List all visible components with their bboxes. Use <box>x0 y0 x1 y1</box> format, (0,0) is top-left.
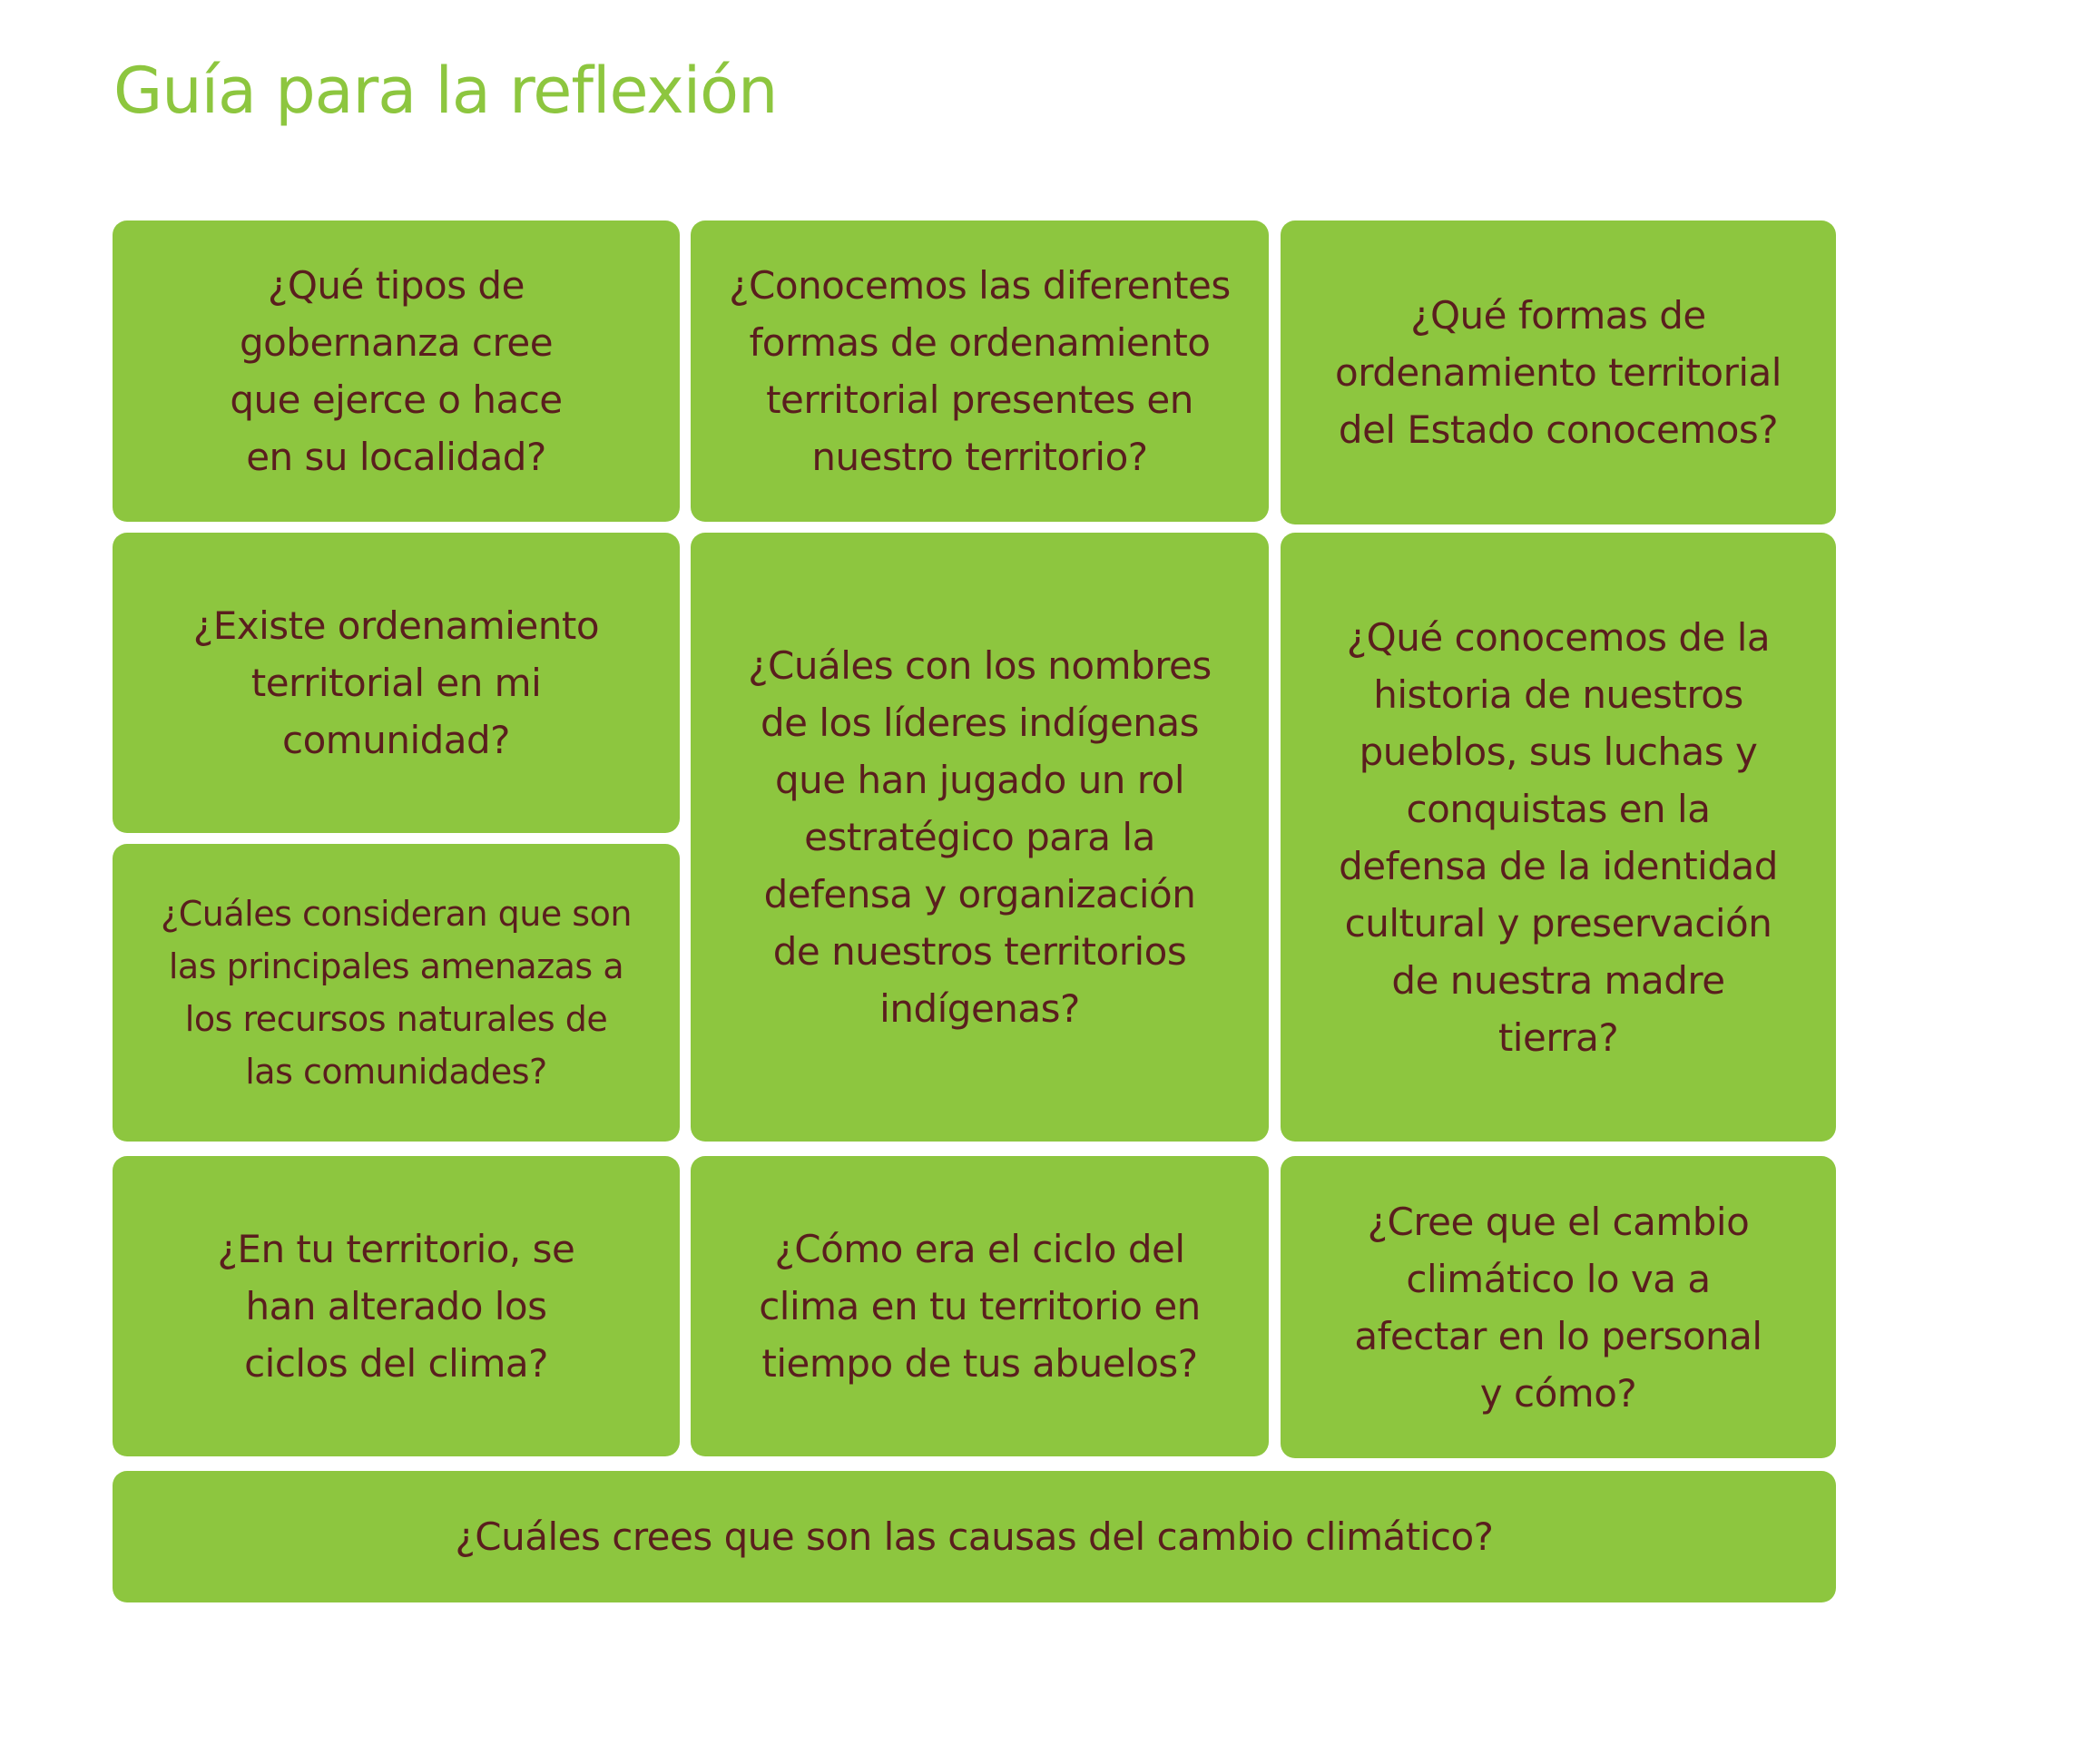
question-card-cambio-personal: ¿Cree que el cambio climático lo va a af… <box>1281 1156 1836 1458</box>
question-text: ¿Qué conocemos de la historia de nuestro… <box>1339 614 1778 1060</box>
question-card-conocemos-formas: ¿Conocemos las diferentes formas de orde… <box>691 220 1269 522</box>
question-text: ¿Conocemos las diferentes formas de orde… <box>729 263 1231 479</box>
question-card-causas: ¿Cuáles crees que son las causas del cam… <box>113 1471 1836 1602</box>
question-text: ¿En tu territorio, se han alterado los c… <box>217 1227 575 1386</box>
question-card-ciclo-abuelos: ¿Cómo era el ciclo del clima en tu terri… <box>691 1156 1269 1456</box>
question-text: ¿Qué tipos de gobernanza cree que ejerce… <box>230 263 563 479</box>
question-text: ¿Cómo era el ciclo del clima en tu terri… <box>759 1227 1201 1386</box>
question-text: ¿Cree que el cambio climático lo va a af… <box>1354 1199 1762 1416</box>
question-card-gobernanza: ¿Qué tipos de gobernanza cree que ejerce… <box>113 220 680 522</box>
question-text: ¿Qué formas de ordenamiento territorial … <box>1335 293 1782 452</box>
question-card-ciclos-clima: ¿En tu territorio, se han alterado los c… <box>113 1156 680 1456</box>
reflection-question-grid: ¿Qué tipos de gobernanza cree que ejerce… <box>113 220 1836 1602</box>
question-text: ¿Cuáles consideran que son las principal… <box>161 894 632 1092</box>
question-card-lideres: ¿Cuáles con los nombres de los líderes i… <box>691 533 1269 1142</box>
question-card-amenazas: ¿Cuáles consideran que son las principal… <box>113 844 680 1142</box>
question-card-existe-ordenamiento: ¿Existe ordenamiento territorial en mi c… <box>113 533 680 833</box>
question-card-formas-estado: ¿Qué formas de ordenamiento territorial … <box>1281 220 1836 524</box>
question-text: ¿Cuáles crees que son las causas del cam… <box>455 1514 1494 1559</box>
question-card-historia: ¿Qué conocemos de la historia de nuestro… <box>1281 533 1836 1142</box>
question-text: ¿Cuáles con los nombres de los líderes i… <box>748 643 1212 1031</box>
question-text: ¿Existe ordenamiento territorial en mi c… <box>192 603 600 762</box>
page-title: Guía para la reflexión <box>113 54 778 128</box>
